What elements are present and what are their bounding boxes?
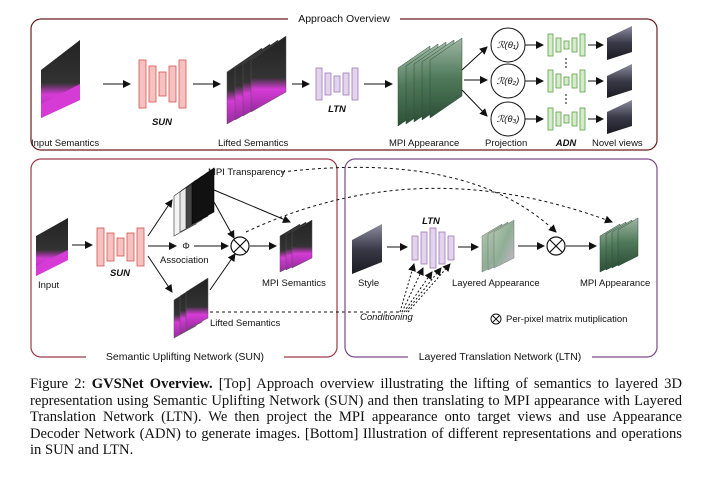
label-r3: ℛ(θ₃) bbox=[497, 114, 520, 125]
sun-input-image bbox=[36, 218, 68, 276]
sun-network-bottom bbox=[96, 227, 145, 267]
label-lifted-semantics: Lifted Semantics bbox=[218, 138, 288, 149]
sun-panel-title: Semantic Uplifting Network (SUN) bbox=[106, 351, 264, 363]
novel-view-image-3 bbox=[607, 100, 632, 134]
arrow-sun-to-lifted bbox=[147, 255, 173, 293]
label-style: Style bbox=[358, 278, 379, 289]
label-sun-input: Input bbox=[38, 280, 59, 291]
label-sun-lifted-semantics: Lifted Semantics bbox=[210, 318, 280, 329]
label-mpi-appearance-top: MPI Appearance bbox=[389, 138, 459, 149]
adn-network-row-1 bbox=[547, 33, 586, 57]
arrow-mpi-to-r1 bbox=[461, 46, 488, 71]
label-ltn-top: LTN bbox=[328, 104, 347, 115]
label-ltn-bottom: LTN bbox=[422, 216, 441, 227]
label-novel-views: Novel views bbox=[592, 138, 643, 149]
ltn-panel-title: Layered Translation Network (LTN) bbox=[419, 351, 582, 363]
lifted-semantics-stack bbox=[226, 35, 287, 125]
figure-caption: Figure 2: GVSNet Overview. [Top] Approac… bbox=[30, 376, 682, 459]
label-conditioning: Conditioning bbox=[360, 312, 414, 323]
label-sun-top: SUN bbox=[152, 117, 173, 128]
sun-network-top bbox=[138, 59, 187, 109]
mpi-appearance-stack bbox=[397, 37, 463, 127]
label-sun-bottom: SUN bbox=[110, 268, 131, 279]
layered-appearance-stack bbox=[481, 219, 515, 273]
label-layered-appearance: Layered Appearance bbox=[452, 278, 540, 289]
label-association: Association bbox=[160, 255, 209, 266]
label-adn: ADN bbox=[555, 138, 578, 149]
adn-network-row-3 bbox=[547, 107, 586, 131]
dashed-mpisem-to-mpi-appearance bbox=[245, 187, 613, 233]
mpi-semantics-stack bbox=[279, 219, 313, 273]
label-projection: Projection bbox=[485, 138, 527, 149]
mpi-transparency-stack bbox=[173, 167, 215, 237]
dashed-transparency-to-ltn-otimes bbox=[281, 166, 557, 233]
arrow-transparency-to-mpisem bbox=[213, 189, 291, 223]
label-r1: ℛ(θ₁) bbox=[497, 40, 519, 51]
ltn-network-bottom bbox=[411, 227, 455, 269]
ltn-network-top bbox=[315, 67, 359, 101]
input-semantics-image bbox=[41, 40, 80, 118]
otimes-legend-icon bbox=[490, 313, 502, 325]
caption-figure-label: Figure 2: bbox=[30, 376, 86, 392]
adn-network-row-2 bbox=[547, 69, 586, 93]
conditioning-arrows bbox=[399, 263, 451, 313]
style-image bbox=[352, 224, 382, 274]
legend-text: Per-pixel matrix mutiplication bbox=[506, 314, 627, 325]
arrow-lifted-to-otimes bbox=[209, 253, 236, 291]
label-r2: ℛ(θ₂) bbox=[497, 76, 520, 87]
label-mpi-semantics: MPI Semantics bbox=[262, 278, 326, 289]
label-ltn-mpi-appearance: MPI Appearance bbox=[580, 278, 650, 289]
sun-lifted-semantics-stack bbox=[173, 277, 209, 339]
caption-body: [Top] Approach overview illustrating the… bbox=[30, 376, 683, 459]
gvsnet-figure: Approach Overview Input Semantics SUN Li… bbox=[30, 11, 658, 364]
arrow-mpi-to-r3 bbox=[461, 89, 488, 117]
ltn-otimes-icon bbox=[546, 236, 566, 256]
novel-view-image-1 bbox=[607, 26, 632, 60]
label-phi: Φ bbox=[182, 241, 190, 252]
ltn-mpi-appearance-stack bbox=[599, 217, 639, 273]
label-input-semantics: Input Semantics bbox=[31, 138, 99, 149]
arrow-transparency-to-otimes bbox=[213, 201, 235, 239]
top-panel-title: Approach Overview bbox=[298, 13, 390, 25]
label-mpi-transparency: MPI Transparency bbox=[208, 167, 285, 178]
novel-view-image-2 bbox=[607, 64, 632, 98]
sun-otimes-icon bbox=[230, 236, 250, 256]
caption-bold-title: GVSNet Overview. bbox=[91, 376, 213, 392]
arrow-sun-to-transparency bbox=[147, 199, 173, 237]
